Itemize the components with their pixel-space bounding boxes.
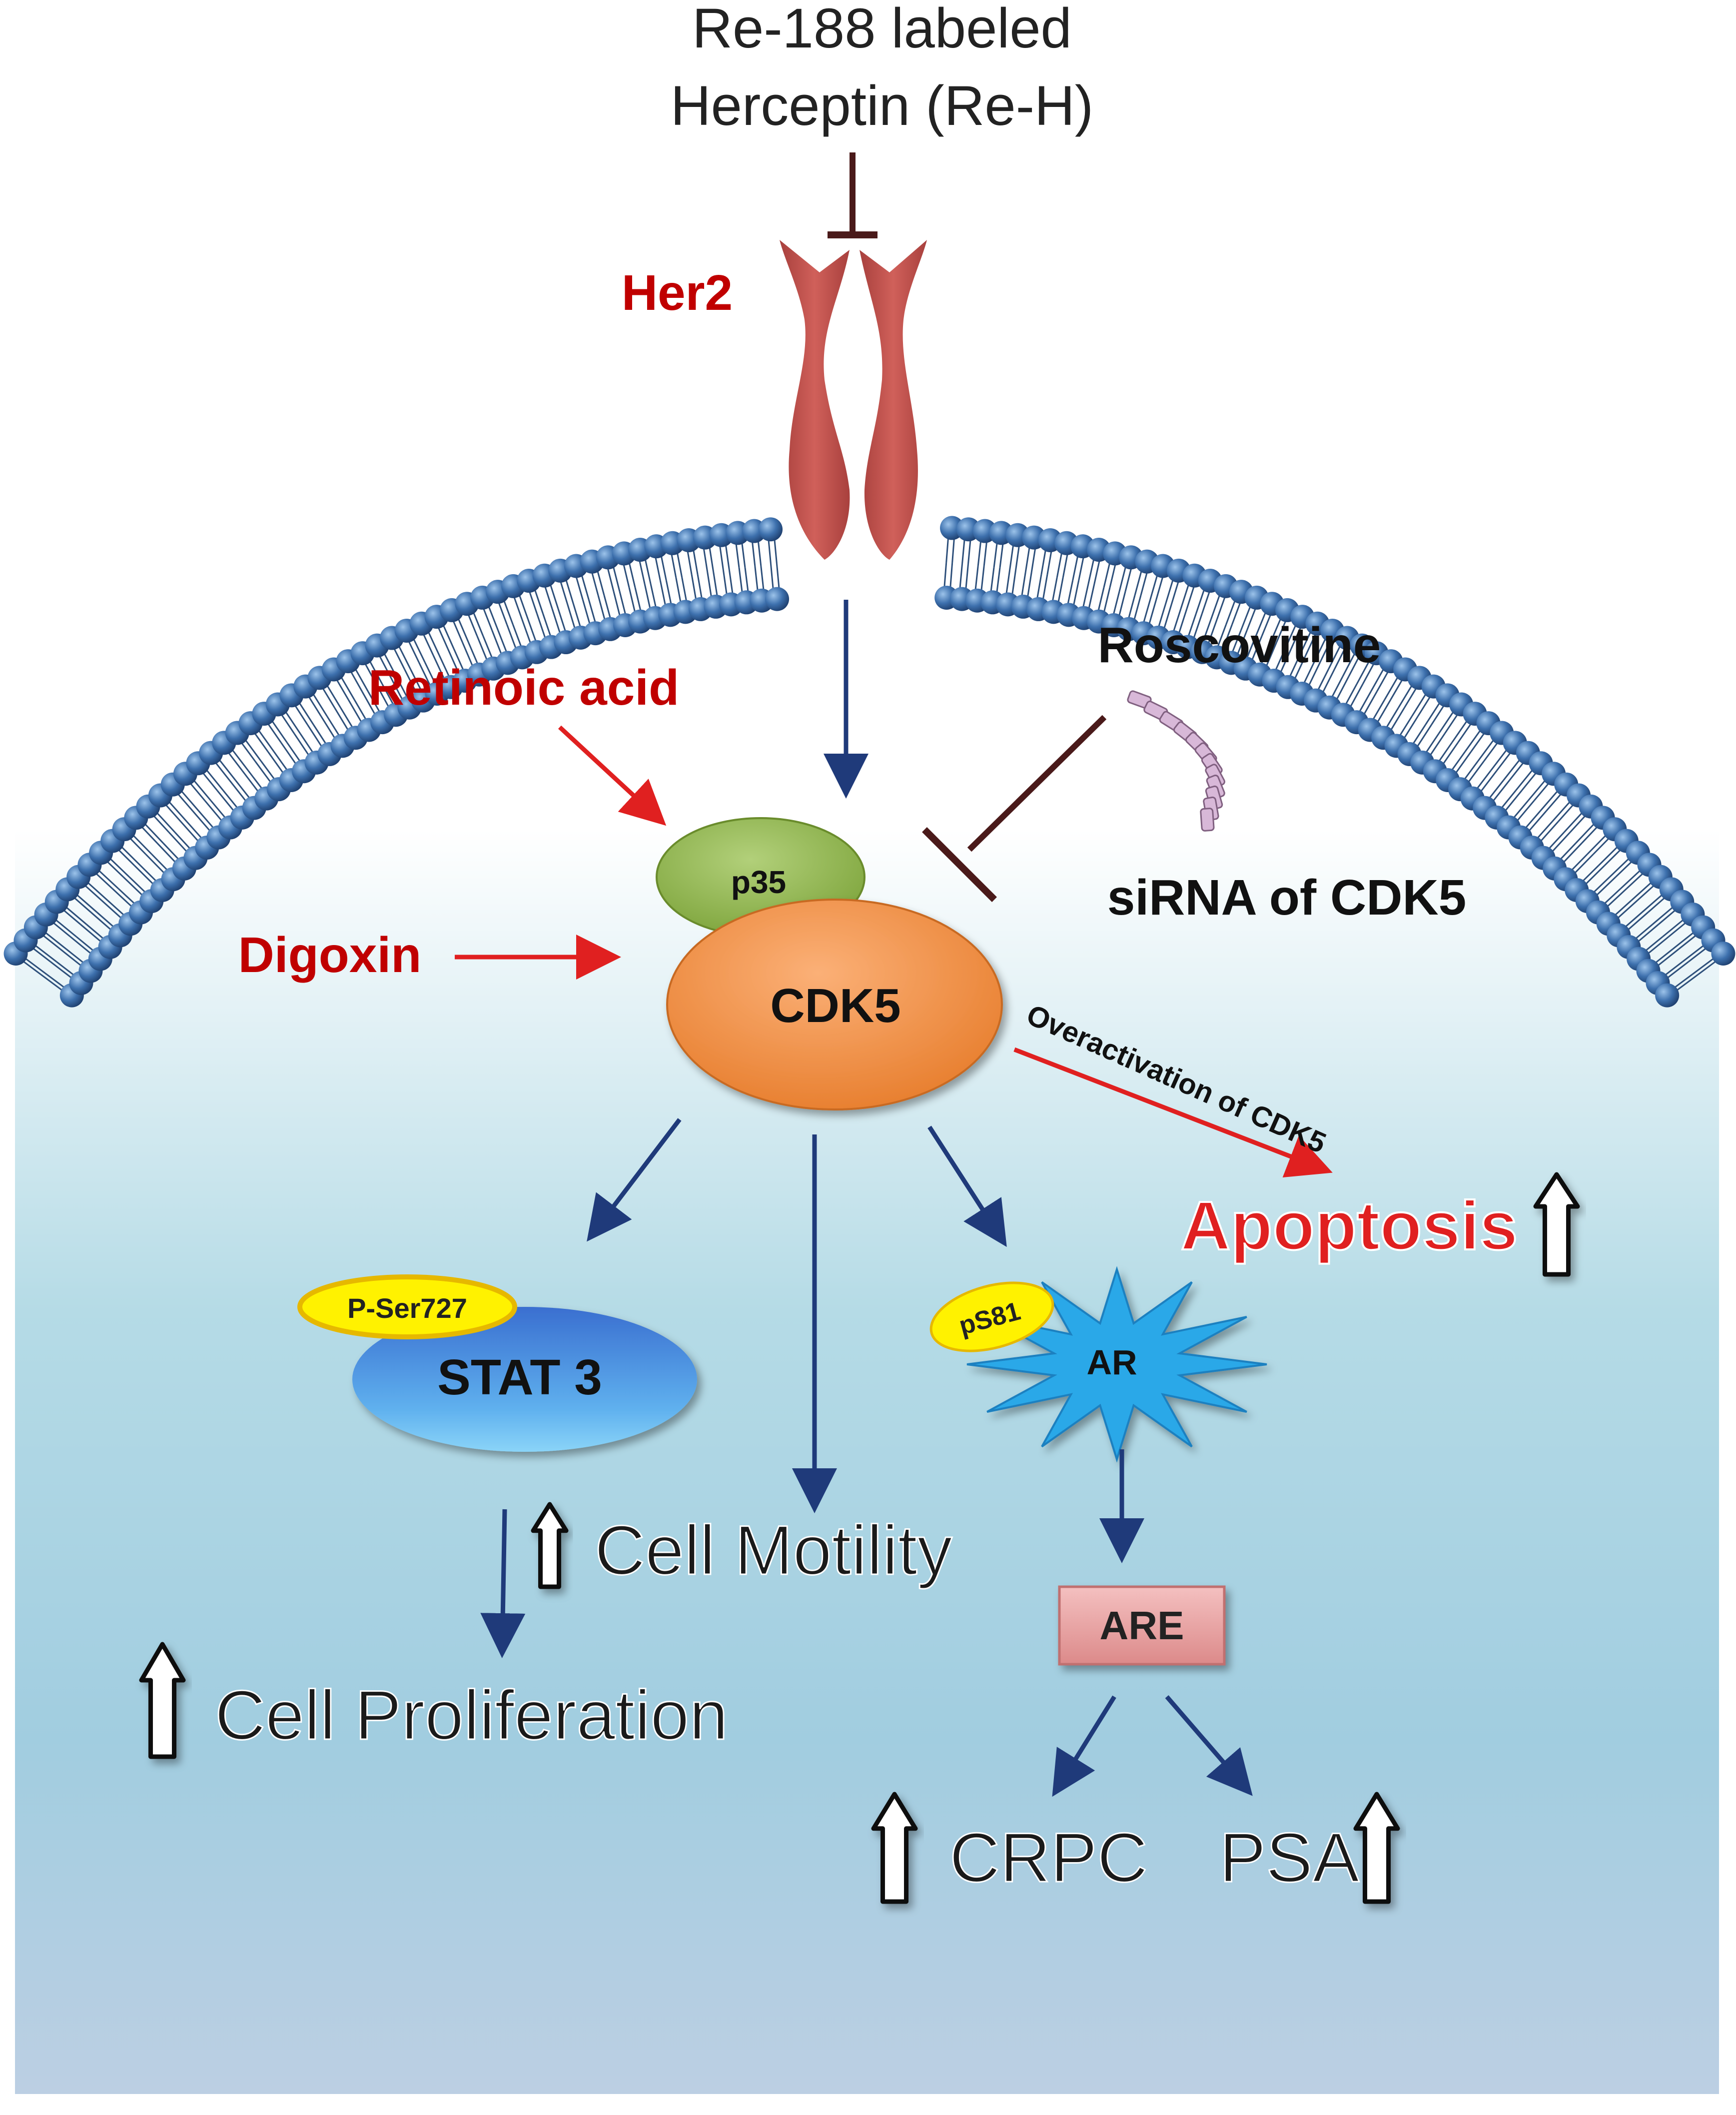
drug-label-line1: Re-188 labeled bbox=[692, 0, 1072, 59]
drug-label-line2: Herceptin (Re-H) bbox=[671, 74, 1093, 137]
ar-phospho-site bbox=[929, 1281, 1054, 1352]
lipid-head bbox=[1711, 941, 1736, 966]
stat3-phospho-site bbox=[297, 1274, 517, 1339]
roscovitine-inhibit-bar bbox=[922, 827, 997, 902]
cell-membrane bbox=[3, 516, 1736, 1008]
are-to-psa-arrow bbox=[1165, 1695, 1253, 1796]
crpc-up-arrow bbox=[871, 1792, 918, 1904]
stat3-protein bbox=[352, 1307, 697, 1452]
cell-motility-label: Cell Motility bbox=[595, 1511, 952, 1589]
are-box bbox=[1058, 1585, 1226, 1666]
ar-label: AR bbox=[1086, 1343, 1137, 1382]
increase-arrows bbox=[139, 1172, 1580, 1904]
stat3-phospho-label: P-Ser727 bbox=[347, 1292, 467, 1324]
roscovitine-label: Roscovitine bbox=[1098, 617, 1381, 673]
apoptosis-label: Apoptosis bbox=[1181, 1187, 1518, 1264]
digoxin-label: Digoxin bbox=[238, 927, 422, 983]
lipid-head bbox=[1655, 983, 1680, 1008]
cdk5-to-stat3-arrow bbox=[587, 1118, 682, 1242]
her2-left-monomer bbox=[780, 240, 850, 560]
proliferation-up-arrow bbox=[139, 1642, 186, 1759]
retinoic-acid-arrow bbox=[558, 725, 667, 826]
lipid-head bbox=[765, 587, 790, 611]
cdk5-to-ar-arrow bbox=[927, 1125, 1007, 1247]
cdk5-protein bbox=[666, 899, 1003, 1110]
stat3-label: STAT 3 bbox=[437, 1349, 602, 1405]
cdk5-label: CDK5 bbox=[770, 979, 900, 1033]
are-label: ARE bbox=[1100, 1603, 1184, 1648]
roscovitine-inhibit-line bbox=[967, 715, 1107, 852]
her2-label: Her2 bbox=[622, 265, 733, 321]
crpc-label: CRPC bbox=[949, 1818, 1148, 1897]
her2-right-monomer bbox=[860, 240, 927, 560]
her2-receptor bbox=[780, 240, 927, 560]
overactivation-arrow bbox=[1013, 1047, 1333, 1177]
are-to-crpc-arrow bbox=[1052, 1695, 1116, 1797]
psa-up-arrow bbox=[1353, 1792, 1400, 1904]
sirna-label: siRNA of CDK5 bbox=[1107, 870, 1467, 926]
cell-proliferation-label: Cell Proliferation bbox=[215, 1676, 728, 1754]
p35-label: p35 bbox=[731, 864, 786, 900]
lipid-head bbox=[759, 517, 783, 542]
sirna-base bbox=[1200, 808, 1215, 832]
stat3-to-proliferation-arrow bbox=[480, 1509, 526, 1658]
psa-label: PSA bbox=[1219, 1818, 1360, 1897]
motility-up-arrow bbox=[531, 1502, 569, 1589]
apoptosis-up-arrow bbox=[1533, 1172, 1580, 1277]
sirna-strand-icon bbox=[1127, 690, 1225, 832]
retinoic-acid-label: Retinoic acid bbox=[368, 660, 679, 716]
